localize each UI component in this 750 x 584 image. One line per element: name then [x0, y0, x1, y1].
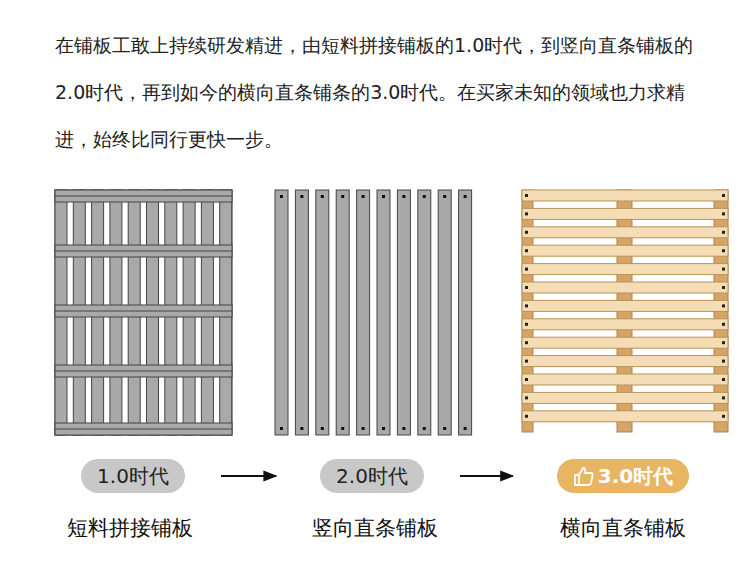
flow-arrow	[221, 475, 276, 477]
era-pill: 3.0时代	[557, 459, 689, 493]
era-label: 3.0时代	[598, 463, 673, 490]
intro-paragraph: 在铺板工敢上持续研发精进，由短料拼接铺板的1.0时代，到竖向直条铺板的2.0时代…	[55, 22, 705, 163]
era-label: 1.0时代	[97, 463, 169, 490]
pallet-caption: 横向直条铺板	[560, 514, 686, 542]
era-pill: 1.0时代	[81, 459, 185, 493]
pallet-v3	[522, 190, 728, 432]
pallet-caption: 竖向直条铺板	[312, 514, 438, 542]
thumbs-up-icon	[573, 465, 595, 487]
flow-arrow	[460, 475, 513, 477]
era-label: 2.0时代	[336, 463, 408, 490]
pallet-v2	[275, 190, 472, 435]
pallet-caption: 短料拼接铺板	[67, 514, 193, 542]
era-pill: 2.0时代	[320, 459, 424, 493]
pallet-v1	[55, 190, 232, 435]
